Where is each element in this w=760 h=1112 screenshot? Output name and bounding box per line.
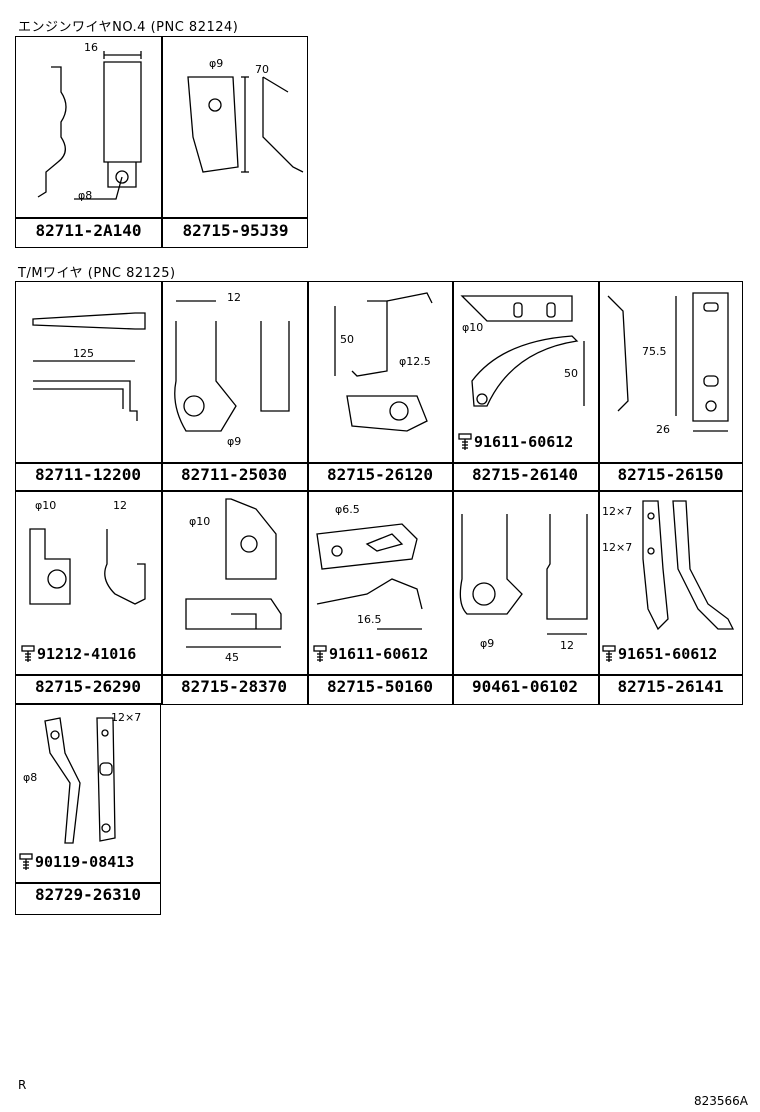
part-cell-82711-25030: 12 φ9 82711-25030 bbox=[161, 281, 307, 489]
section-title-tm-wire: T/Mワイヤ (PNC 82125) bbox=[18, 266, 176, 281]
part-number: 82715-26141 bbox=[617, 677, 724, 696]
tm-wire-parts-grid-row3 bbox=[15, 703, 161, 915]
dim-label: φ10 bbox=[35, 499, 57, 512]
dim-label: 12 bbox=[227, 291, 241, 304]
bolt-icon bbox=[458, 433, 472, 450]
dim-label: 50 bbox=[564, 367, 578, 380]
part-number: 82715-26120 bbox=[327, 465, 433, 484]
part-number: 90461-06102 bbox=[472, 677, 578, 696]
bracket-drawing: φ9 12 bbox=[452, 489, 598, 673]
bolt-part-number: 91651-60612 bbox=[618, 645, 718, 663]
dim-label: 16.5 bbox=[357, 613, 382, 626]
bolt-callout: 91212-41016 bbox=[21, 645, 136, 663]
bolt-icon bbox=[602, 645, 616, 662]
part-number: 82715-50160 bbox=[327, 677, 433, 696]
part-cell-82715-28370: φ10 45 82715-28370 bbox=[161, 489, 307, 701]
bolt-part-number: 91611-60612 bbox=[474, 433, 574, 451]
part-cell-82715-50160: φ6.5 16.5 91611-60612 82715-50160 bbox=[307, 489, 453, 701]
part-cell-82715-26120: 50 φ12.5 82715-26120 bbox=[307, 281, 453, 489]
bolt-part-number: 91611-60612 bbox=[329, 645, 429, 663]
dim-label: φ6.5 bbox=[335, 503, 360, 516]
dim-label: φ8 bbox=[23, 771, 38, 784]
part-number: 82715-26150 bbox=[617, 465, 724, 484]
bolt-callout: 91611-60612 bbox=[458, 433, 573, 451]
dim-label: φ12.5 bbox=[399, 355, 431, 368]
bracket-drawing: 12 φ9 bbox=[161, 281, 307, 461]
engine-wire-parts-grid: 16 φ8 82711-2A140 φ9 70 82715-95J39 bbox=[15, 36, 308, 248]
part-cell-82711-12200: 125 82711-12200 bbox=[15, 281, 161, 489]
bracket-drawing: 12×7 12×7 bbox=[598, 489, 743, 673]
clip-drawing: 125 bbox=[15, 281, 161, 461]
dim-label: 12 bbox=[560, 639, 574, 652]
bracket-drawing: φ6.5 16.5 bbox=[307, 489, 453, 673]
bracket-drawing: 12×7 φ8 bbox=[15, 703, 161, 881]
part-number: 82711-12200 bbox=[35, 465, 141, 484]
page-marker: R bbox=[18, 1078, 27, 1092]
dim-label: φ9 bbox=[227, 435, 242, 448]
part-number: 82711-2A140 bbox=[35, 221, 142, 240]
dim-label: 45 bbox=[225, 651, 239, 664]
bracket-drawing: φ10 12 bbox=[15, 489, 161, 673]
section-title-engine-wire: エンジンワイヤNO.4 (PNC 82124) bbox=[18, 20, 239, 35]
dim-label: 75.5 bbox=[642, 345, 667, 358]
dim-label: 125 bbox=[73, 347, 94, 360]
bolt-part-number: 91212-41016 bbox=[37, 645, 137, 663]
dim-label: 50 bbox=[340, 333, 354, 346]
dim-label: φ8 bbox=[78, 189, 93, 202]
dim-label: 70 bbox=[255, 63, 269, 76]
part-cell-82715-26141: 12×7 12×7 91651-60612 82715-26141 bbox=[598, 489, 743, 701]
part-number: 82711-25030 bbox=[181, 465, 287, 484]
bolt-callout: 91651-60612 bbox=[602, 645, 717, 663]
bracket-drawing: φ9 70 bbox=[163, 37, 308, 217]
dim-label: 12×7 bbox=[602, 505, 633, 518]
part-cell-82715-26290: φ10 12 91212-41016 82715-26290 bbox=[15, 489, 161, 701]
bracket-drawing: φ10 50 bbox=[452, 281, 598, 461]
part-cell-82715-26150: 75.5 26 82715-26150 bbox=[598, 281, 743, 489]
dim-label: 16 bbox=[84, 41, 98, 54]
bracket-drawing: 75.5 26 bbox=[598, 281, 743, 461]
dim-label: φ9 bbox=[209, 57, 224, 70]
dim-label: φ9 bbox=[480, 637, 495, 650]
bolt-callout: 90119-08413 bbox=[19, 853, 134, 871]
part-cell-82715-95J39: φ9 70 82715-95J39 bbox=[163, 37, 308, 247]
part-cell-82729-26310: 12×7 φ8 90119-08413 82729-26310 bbox=[15, 703, 161, 915]
clamp-drawing: 16 φ8 bbox=[16, 37, 161, 217]
part-cell-82715-26140: φ10 50 91611-60612 82715-26140 bbox=[452, 281, 598, 489]
bolt-icon bbox=[313, 645, 327, 662]
bolt-icon bbox=[19, 853, 33, 870]
bolt-part-number: 90119-08413 bbox=[35, 853, 135, 871]
dim-label: 12×7 bbox=[111, 711, 142, 724]
part-number: 82715-28370 bbox=[181, 677, 287, 696]
part-number: 82729-26310 bbox=[35, 885, 141, 904]
dim-label: 12 bbox=[113, 499, 127, 512]
part-cell-90461-06102: φ9 12 90461-06102 bbox=[452, 489, 598, 701]
bolt-callout: 91611-60612 bbox=[313, 645, 428, 663]
dim-label: 12×7 bbox=[602, 541, 633, 554]
part-number: 82715-26140 bbox=[472, 465, 578, 484]
bolt-icon bbox=[21, 645, 35, 662]
bracket-drawing: φ10 45 bbox=[161, 489, 307, 673]
bracket-drawing: 50 φ12.5 bbox=[307, 281, 453, 461]
dim-label: 26 bbox=[656, 423, 670, 436]
part-number: 82715-95J39 bbox=[182, 221, 289, 240]
part-number: 82715-26290 bbox=[35, 677, 141, 696]
dim-label: φ10 bbox=[189, 515, 211, 528]
tm-wire-parts-grid bbox=[15, 281, 743, 705]
illustration-number: 823566A bbox=[693, 1094, 748, 1108]
part-cell-82711-2A140: 16 φ8 82711-2A140 bbox=[16, 37, 161, 247]
dim-label: φ10 bbox=[462, 321, 484, 334]
